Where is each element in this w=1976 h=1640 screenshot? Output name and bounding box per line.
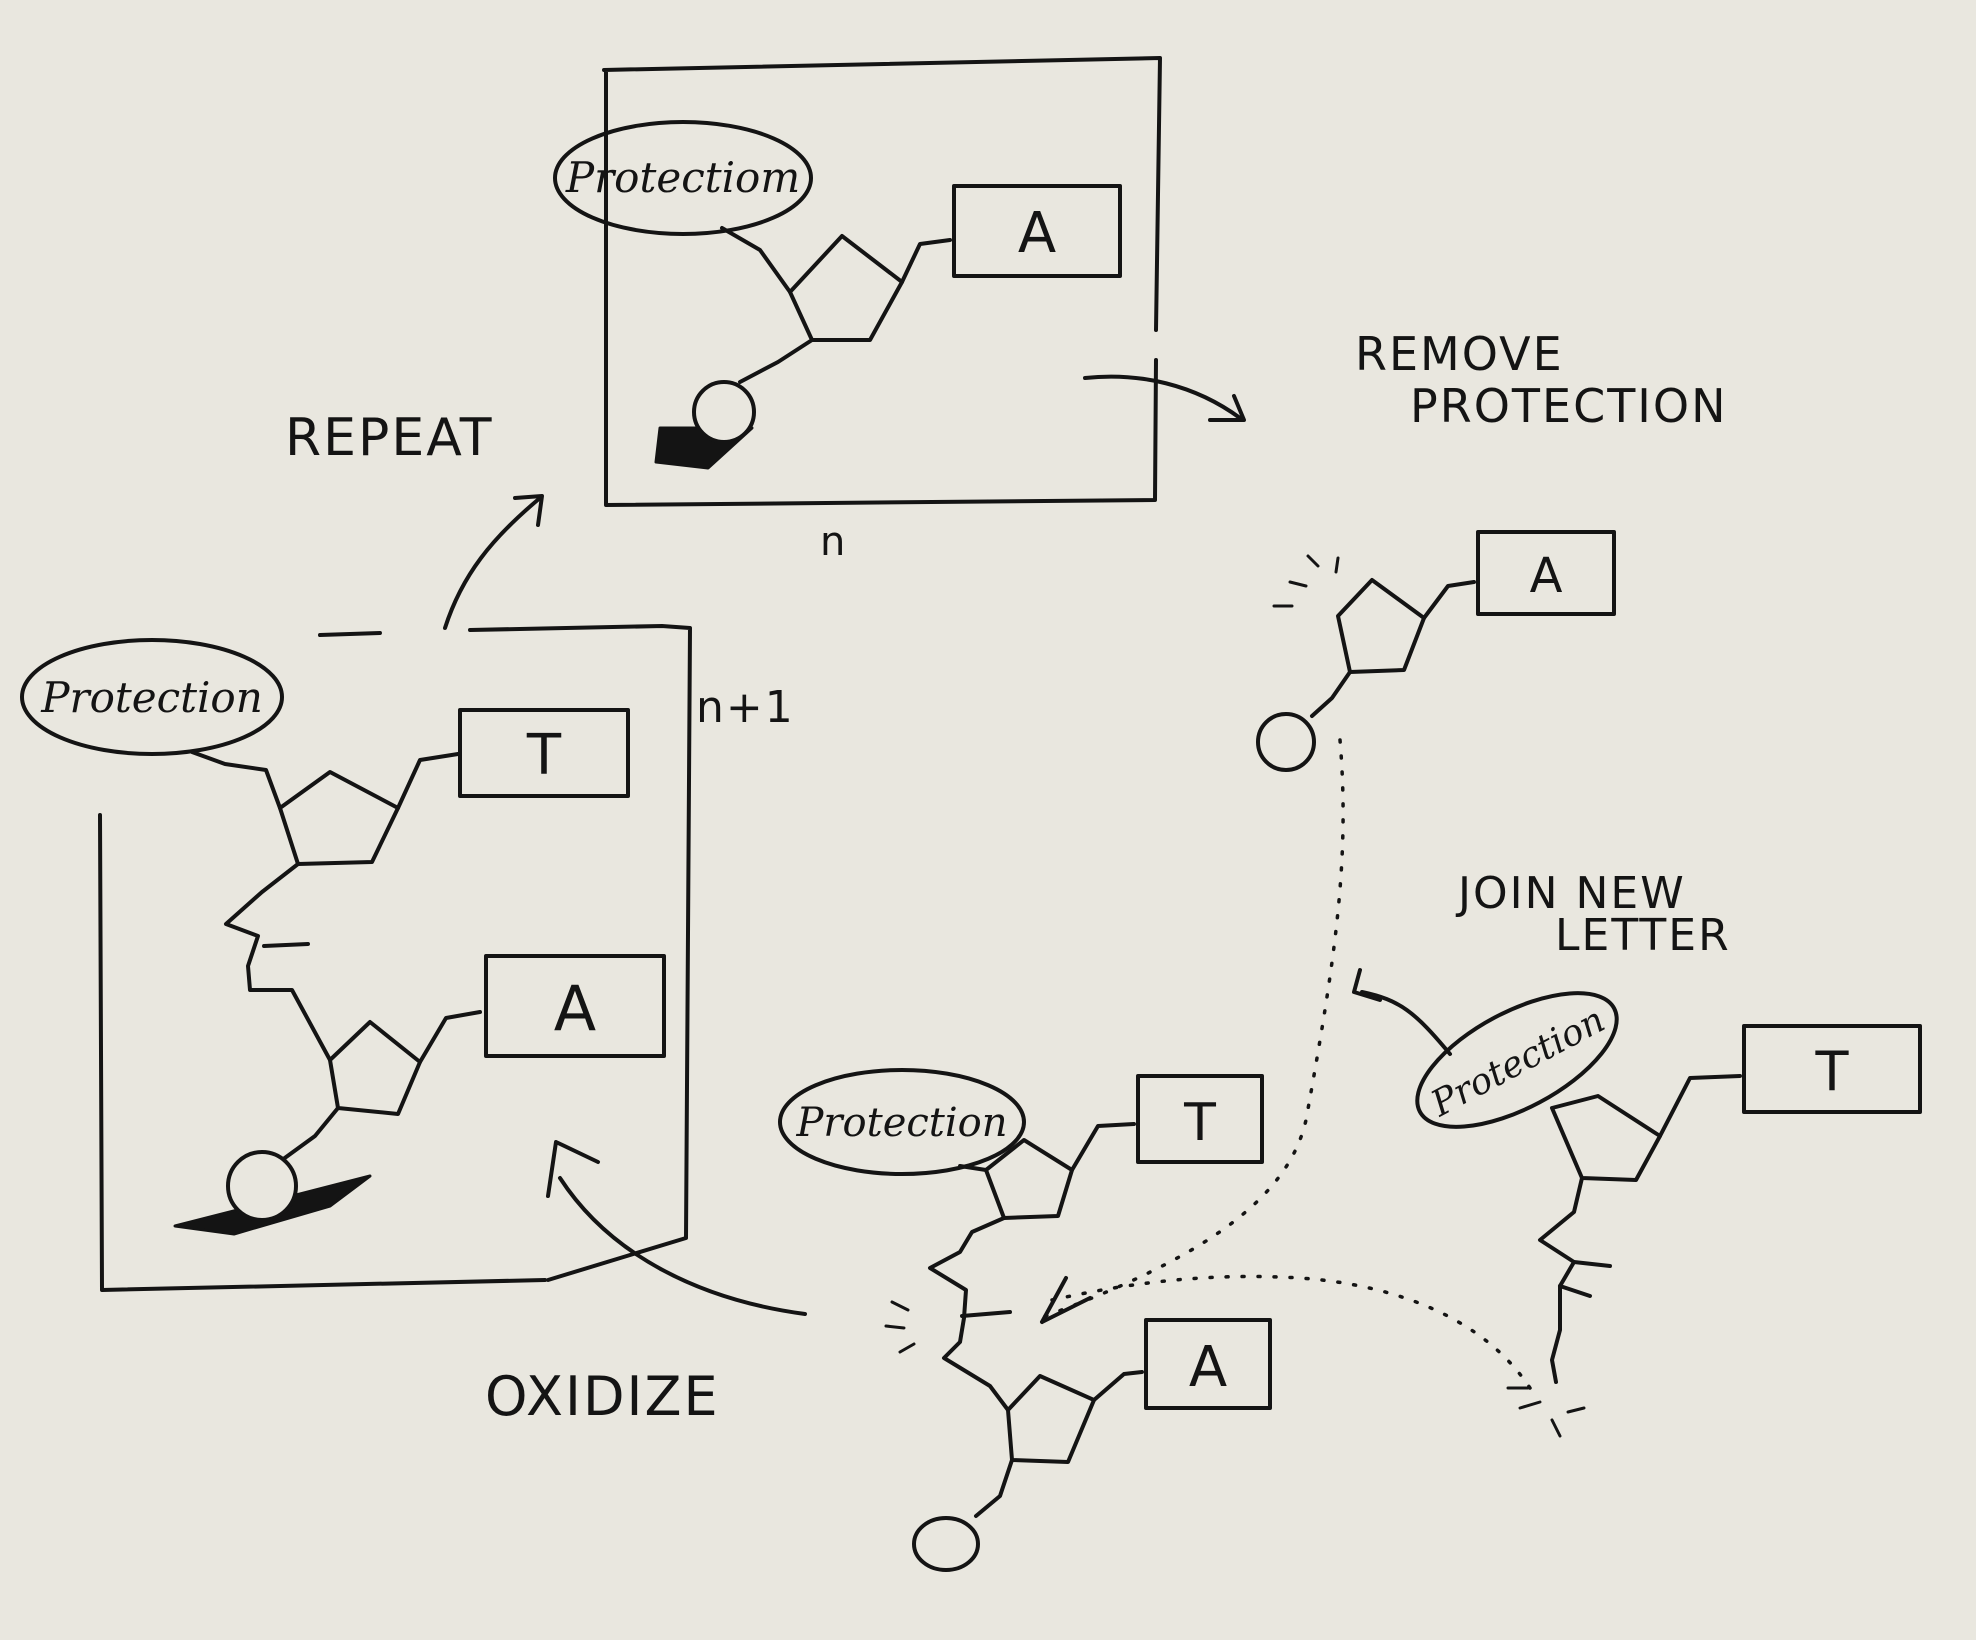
sugar-ring-new: [1550, 1094, 1662, 1182]
remove-label-line2: PROTECTION: [1410, 379, 1727, 433]
remove-protection-arrow: [1083, 374, 1242, 420]
backbone-new-lower: [1550, 1284, 1562, 1384]
base-letter-joined-upper: T: [1183, 1093, 1216, 1153]
sugar-ring-left-upper: [278, 770, 400, 866]
cleavage-marks-new: [1506, 1386, 1586, 1438]
base-letter-left-lower: A: [554, 972, 596, 1045]
sugar-ring-joined-upper: [984, 1138, 1074, 1220]
base-link-top: [900, 238, 952, 284]
base-box-joined-lower: [1144, 1318, 1272, 1410]
protection-tag-top: [553, 120, 813, 236]
join-new-letter-arrow: [1360, 990, 1452, 1056]
sugar-ring-joined-lower: [1006, 1374, 1096, 1464]
phosphate-tick-left: [262, 942, 310, 948]
join-label-line2: LETTER: [1555, 910, 1731, 961]
base-letter-top: A: [1018, 201, 1056, 266]
n-plus-1-label: n+1: [696, 682, 795, 733]
base-letter-joined-lower: A: [1189, 1335, 1227, 1400]
base-link-joined-lower: [1092, 1370, 1144, 1402]
base-box-left-lower: [484, 954, 666, 1058]
repeat-arrow: [443, 496, 542, 630]
base-letter-new: T: [1815, 1040, 1850, 1103]
sugar-ring-top: [788, 234, 904, 342]
dotted-path-new-letter: [1050, 1274, 1532, 1390]
phosphate-backbone-left: [224, 862, 332, 1062]
protection-tag-new-text: Protection: [1424, 1000, 1612, 1126]
phosphate-tick-joined: [960, 1310, 1012, 1318]
backbone-new-upper: [1538, 1176, 1592, 1298]
protection-tag-joined: [778, 1068, 1026, 1176]
protection-link-top: [720, 226, 792, 294]
bead-joined: [912, 1516, 980, 1572]
dotted-path-down: [1038, 738, 1345, 1320]
top-nucleotide: Protectiom A: [553, 120, 1122, 470]
oxidize-arrow: [558, 1176, 807, 1316]
bead-top: [692, 380, 756, 444]
remove-label-line1: REMOVE: [1355, 327, 1564, 381]
oxidize-label: OXIDIZE: [485, 1365, 720, 1428]
join-label-line1: JOIN NEW: [1455, 868, 1686, 919]
oxidize-arrowhead: [546, 1140, 600, 1198]
sugar-ring-deprotected: [1336, 578, 1426, 674]
phosphate-tick-new: [1572, 1260, 1612, 1268]
joined-dinucleotide: Protection T A: [778, 1068, 1272, 1572]
base-box-top: [952, 184, 1122, 278]
remove-protection-arrowhead: [1208, 394, 1246, 422]
stem-top: [738, 338, 814, 384]
base-box-left-upper: [458, 708, 630, 798]
new-letter-nucleotide: Protection T: [1415, 991, 1922, 1438]
left-frame-n-plus-1: [98, 624, 692, 1292]
protection-tag-new-group: Protection: [1415, 991, 1619, 1129]
phosphate-backbone-joined: [928, 1216, 1010, 1412]
protection-tag-joined-text: Protection: [796, 1100, 1008, 1146]
base-box-deprotected: [1476, 530, 1616, 616]
protection-tag-left-text: Protection: [40, 673, 263, 722]
repeat-label: REPEAT: [285, 408, 494, 468]
sugar-ring-left-lower: [328, 1020, 422, 1116]
base-letter-deprotected: A: [1530, 548, 1563, 604]
base-link-left-upper: [396, 752, 460, 810]
protection-link-joined: [958, 1164, 988, 1172]
stem-deprotected: [1310, 670, 1352, 718]
top-frame-n: [602, 56, 1162, 507]
repeat-arrowhead: [513, 494, 544, 527]
deprotected-nucleotide: A: [1038, 530, 1616, 1390]
base-link-left-lower: [418, 1010, 482, 1064]
stem-joined: [974, 1458, 1014, 1518]
base-box-joined-upper: [1136, 1074, 1264, 1164]
base-box-new: [1742, 1024, 1922, 1114]
n-label: n: [820, 519, 847, 565]
base-letter-left-upper: T: [526, 723, 562, 788]
stem-left: [280, 1106, 340, 1162]
left-dinucleotide: Protection T A: [20, 638, 666, 1236]
base-link-new: [1658, 1074, 1742, 1138]
bead-deprotected: [1256, 712, 1316, 772]
cleavage-marks-joined: [884, 1300, 916, 1354]
cleavage-marks-top: [1272, 554, 1340, 608]
protection-tag-top-text: Protectiom: [565, 153, 800, 202]
protection-tag-new: [1415, 991, 1619, 1129]
protection-link-left: [190, 750, 282, 810]
join-new-letter-arrowhead: [1352, 968, 1382, 1002]
protection-tag-left: [20, 638, 284, 756]
join-arrowhead: [1040, 1276, 1092, 1324]
bead-left: [226, 1150, 298, 1222]
base-link-joined-upper: [1070, 1122, 1136, 1172]
base-link-deprotected: [1422, 580, 1476, 620]
